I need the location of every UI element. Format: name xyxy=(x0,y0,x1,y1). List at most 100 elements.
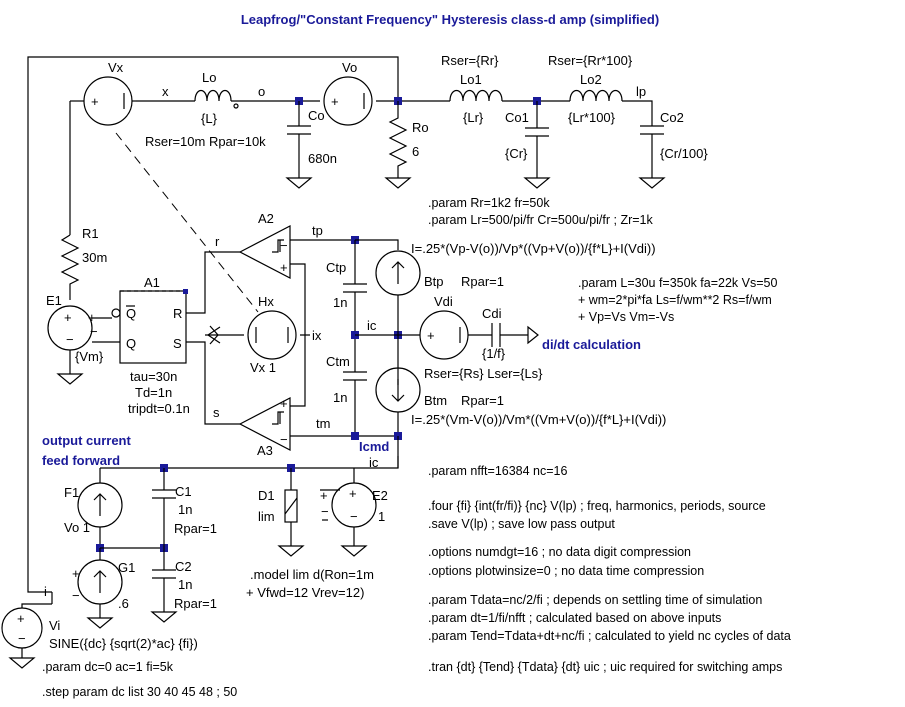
e2-value: 1 xyxy=(378,509,385,524)
vx-hx-coupling xyxy=(115,132,259,313)
model-line-1: .model lim d(Ron=1m xyxy=(250,567,374,582)
d1-label: D1 xyxy=(258,488,275,503)
svg-text:+: + xyxy=(72,566,80,581)
vx-source[interactable]: + xyxy=(80,76,136,126)
lo2-value: {Lr*100} xyxy=(568,110,616,125)
btm-rpar: Rpar=1 xyxy=(461,393,504,408)
svg-text:+: + xyxy=(331,94,339,109)
a3-label: A3 xyxy=(257,443,273,458)
lo-inductor[interactable] xyxy=(194,89,245,109)
directive-save: .save V(lp) ; save low pass output xyxy=(428,517,615,531)
c2-value: 1n xyxy=(178,577,192,592)
svg-text:−: − xyxy=(90,324,98,339)
a1-q: Q xyxy=(126,336,136,351)
svg-text:−: − xyxy=(350,509,358,524)
directive-options-1: .options numdgt=16 ; no data digit compr… xyxy=(428,545,691,559)
lo1-value: {Lr} xyxy=(463,110,484,125)
directive-l-1: .param L=30u f=350k fa=22k Vs=50 xyxy=(578,276,777,290)
lo-parasitics: Rser=10m Rpar=10k xyxy=(145,134,266,149)
svg-text:−: − xyxy=(18,631,26,646)
svg-text:+: + xyxy=(280,396,288,411)
directive-dt: .param dt=1/fi/nfft ; calculated based o… xyxy=(428,611,721,625)
directive-lr: .param Lr=500/pi/fr Cr=500u/pi/fr ; Zr=1… xyxy=(428,213,654,227)
c1-rpar: Rpar=1 xyxy=(174,521,217,536)
ground-icon xyxy=(523,177,551,189)
directive-tend: .param Tend=Tdata+dt+nc/fi ; calculated … xyxy=(428,629,791,643)
svg-text:−: − xyxy=(280,238,288,253)
net-x-label: x xyxy=(162,84,169,99)
vi-value: SINE({dc} {sqrt(2)*ac} {fi}) xyxy=(49,636,198,651)
c2-label: C2 xyxy=(175,559,192,574)
lo2-inductor[interactable] xyxy=(569,89,623,102)
vi-label: Vi xyxy=(49,618,60,633)
svg-text:+: + xyxy=(88,310,96,325)
a1-tripdt: tripdt=0.1n xyxy=(128,401,190,416)
ctp-value: 1n xyxy=(333,295,347,310)
svg-text:−: − xyxy=(321,504,329,519)
svg-text:+: + xyxy=(17,611,25,626)
ground-icon xyxy=(638,177,666,189)
btp-label: Btp xyxy=(424,274,444,289)
btp-rpar: Rpar=1 xyxy=(461,274,504,289)
f1-value: Vo 1 xyxy=(64,520,90,535)
c1-label: C1 xyxy=(175,484,192,499)
net-s-label: s xyxy=(213,405,220,420)
net-ic2-label: ic xyxy=(369,455,379,470)
lo1-rser: Rser={Rr} xyxy=(441,53,499,68)
a1-flipflop[interactable] xyxy=(119,290,187,364)
hx-label: Hx xyxy=(258,294,274,309)
btm-label: Btm xyxy=(424,393,447,408)
a1-tau: tau=30n xyxy=(130,369,177,384)
directive-l-3: + Vp=Vs Vm=-Vs xyxy=(578,310,674,324)
lo1-label: Lo1 xyxy=(460,72,482,87)
lo1-inductor[interactable] xyxy=(449,89,503,102)
a2-comparator[interactable]: − + xyxy=(238,225,291,279)
cdi-label: Cdi xyxy=(482,306,502,321)
vi-source[interactable]: + − xyxy=(1,607,43,649)
c1-value: 1n xyxy=(178,502,192,517)
vdi-source[interactable]: + xyxy=(419,310,469,360)
lo2-rser: Rser={Rr*100} xyxy=(548,53,633,68)
co1-label: Co1 xyxy=(505,110,529,125)
net-tp-label: tp xyxy=(312,223,323,238)
icmd-label: Icmd xyxy=(359,439,389,454)
cdi-capacitor xyxy=(468,323,528,347)
co1-value: {Cr} xyxy=(505,146,528,161)
didt-flag-icon xyxy=(527,325,539,345)
directive-options-2: .options plotwinsize=0 ; no data time co… xyxy=(428,564,704,578)
ground-icon xyxy=(384,177,412,189)
a1-label: A1 xyxy=(144,275,160,290)
vo-source[interactable]: + xyxy=(323,76,373,126)
directive-rr: .param Rr=1k2 fr=50k xyxy=(428,196,550,210)
ff-heading-1: output current xyxy=(42,433,131,448)
svg-text:−: − xyxy=(66,332,74,347)
a3-comparator[interactable]: + − xyxy=(238,396,291,451)
btm-series: Rser={Rs} Lser={Ls} xyxy=(424,366,543,381)
bridge-network xyxy=(343,236,421,468)
feedback-wire xyxy=(27,56,399,593)
net-o-label: o xyxy=(258,84,265,99)
ground-icon xyxy=(86,617,114,629)
ro-value: 6 xyxy=(412,144,419,159)
co-label: Co xyxy=(308,108,325,123)
ground-icon xyxy=(277,545,305,557)
ground-icon xyxy=(150,611,178,623)
r1-label: R1 xyxy=(82,226,99,241)
c2-rpar: Rpar=1 xyxy=(174,596,217,611)
vdi-label: Vdi xyxy=(434,294,453,309)
net-r-label: r xyxy=(215,234,220,249)
svg-text:−: − xyxy=(280,432,288,447)
d1-value: lim xyxy=(258,509,275,524)
btm-expression: I=.25*(Vm-V(o))/Vm*((Vm+V(o))/{f*L}+I(Vd… xyxy=(411,412,666,427)
svg-text:+: + xyxy=(91,94,99,109)
g1-value: .6 xyxy=(118,596,129,611)
btp-expression: I=.25*(Vp-V(o))/Vp*((Vp+V(o))/{f*L}+I(Vd… xyxy=(411,241,656,256)
hx-source[interactable] xyxy=(205,310,310,360)
ground-icon xyxy=(8,657,36,669)
net-i-label: i xyxy=(44,584,47,599)
lo2-label: Lo2 xyxy=(580,72,602,87)
net-ix-label: ix xyxy=(312,328,322,343)
co2-label: Co2 xyxy=(660,110,684,125)
svg-text:+: + xyxy=(280,260,288,275)
g1-label: G1 xyxy=(118,560,135,575)
